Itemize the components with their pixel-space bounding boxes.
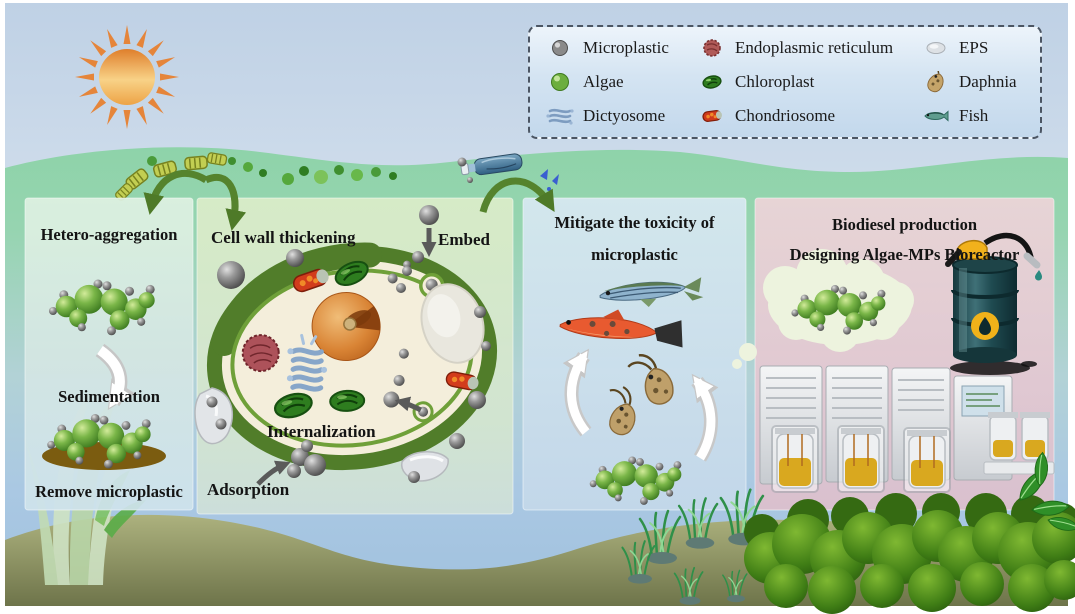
legend-item: EPS xyxy=(922,31,1040,65)
sedimentation-label: Sedimentation xyxy=(58,387,160,406)
arrow-to-hetero-panel xyxy=(143,169,208,215)
plastic-bottle xyxy=(460,153,523,176)
embed-arrow xyxy=(396,205,439,293)
legend-label: Daphnia xyxy=(959,72,1017,91)
legend-label: Chloroplast xyxy=(735,72,815,91)
vacuole xyxy=(420,283,485,364)
legend-label: Fish xyxy=(959,106,989,125)
nucleus xyxy=(311,291,381,361)
legend-label: EPS xyxy=(959,38,989,57)
legend-item: Endoplasmic reticulum xyxy=(698,31,922,65)
toxicity-panel-art xyxy=(559,277,719,505)
dictyosome xyxy=(286,333,328,392)
cell-wall-thickening-title: Cell wall thickening xyxy=(211,228,356,247)
hetero-aggregation-title: Hetero-aggregation xyxy=(40,225,178,244)
biodiesel-panel-art xyxy=(732,232,1055,493)
microplastic-dot xyxy=(467,177,473,183)
chloroplast xyxy=(334,260,369,286)
endoplasmic-reticulum xyxy=(241,334,280,373)
fuel-nozzle xyxy=(945,232,1042,281)
toxicity-title-line2: microplastic xyxy=(591,245,678,264)
oil-barrel xyxy=(945,232,1042,375)
flow-arrows xyxy=(143,169,555,231)
eps-blob xyxy=(400,451,449,483)
internalization-arrow xyxy=(394,396,422,413)
eps-blob xyxy=(194,387,233,445)
chondriosome xyxy=(445,371,479,391)
fish-icon xyxy=(922,105,950,127)
foodchain-arrow-right xyxy=(691,373,719,462)
legend-label: Microplastic xyxy=(583,38,669,57)
chondriosome-icon xyxy=(698,105,726,127)
chondriosome xyxy=(292,268,329,293)
biodiesel-title-line2: Designing Algae-MPs Bioreactor xyxy=(789,245,1020,264)
red-fish xyxy=(559,309,683,348)
legend-item: Daphnia xyxy=(922,65,1040,99)
adsorption-label: Adsorption xyxy=(207,480,290,499)
chloroplast xyxy=(329,389,366,412)
chloroplast xyxy=(273,392,313,419)
foodchain-arrow-left xyxy=(562,348,592,437)
remove-microplastic-label: Remove microplastic xyxy=(35,482,183,501)
sun-icon xyxy=(75,25,179,129)
legend-item: Microplastic xyxy=(546,31,698,65)
legend-label: Algae xyxy=(583,72,624,91)
biodiesel-title-line1: Biodiesel production xyxy=(831,215,977,234)
algal-cell xyxy=(194,205,498,486)
legend-item: Fish xyxy=(922,99,1040,133)
adsorption-arrow xyxy=(256,460,291,486)
daphnia-icon xyxy=(922,71,950,93)
legend-label: Dictyosome xyxy=(583,106,666,125)
endoplasmic-reticulum-icon xyxy=(698,37,726,59)
arrow-to-toxicity-panel xyxy=(479,177,555,214)
toxicity-title-line1: Mitigate the toxicity of xyxy=(554,213,715,232)
adsorption-cluster xyxy=(256,440,326,486)
bioreactor xyxy=(759,365,1055,493)
legend: Microplastic Endoplasmic reticulum EPS A… xyxy=(528,25,1042,139)
microplastic-dot xyxy=(457,157,467,167)
zebrafish xyxy=(599,277,704,307)
legend-item: Dictyosome xyxy=(546,99,698,133)
sedimentation-arrow xyxy=(95,343,136,411)
embed-label: Embed xyxy=(438,230,490,249)
eps-icon xyxy=(922,37,950,59)
legend-item: Chondriosome xyxy=(698,99,922,133)
legend-item: Algae xyxy=(546,65,698,99)
moss-balls xyxy=(744,493,1075,614)
legend-label: Chondriosome xyxy=(735,106,836,125)
dictyosome-icon xyxy=(546,105,574,127)
chloroplast-icon xyxy=(698,71,726,93)
internalization-label: Internalization xyxy=(267,422,376,441)
reactor-vessel xyxy=(771,412,1055,493)
algae-icon xyxy=(546,71,574,93)
microplastic-icon xyxy=(546,37,574,59)
floating-algae-dots xyxy=(147,156,397,185)
arrow-to-cell-panel xyxy=(204,173,247,231)
legend-label: Endoplasmic reticulum xyxy=(735,38,894,57)
legend-item: Chloroplast xyxy=(698,65,922,99)
sediment-cluster xyxy=(42,414,166,470)
